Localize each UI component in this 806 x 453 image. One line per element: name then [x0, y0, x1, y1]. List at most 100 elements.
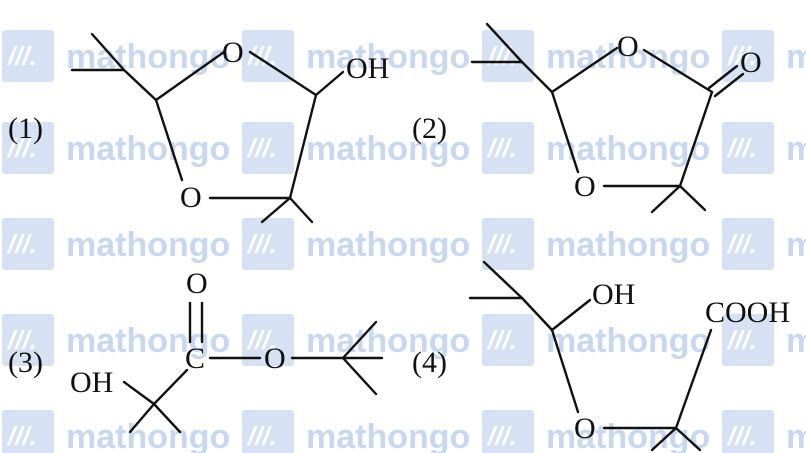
watermark-logo: ///. mathongo: [2, 218, 230, 270]
watermark-text: mathongo: [66, 226, 230, 264]
bond: [713, 72, 745, 98]
atom-hydroxyl: OH: [592, 278, 635, 311]
watermark-logo: ///. mathongo: [242, 218, 470, 270]
atom-carbon: C: [185, 342, 205, 375]
bond: [248, 50, 318, 97]
bond: [550, 46, 619, 94]
watermark-text: mathongo: [306, 226, 470, 264]
watermark-logo-glyph: ///.: [727, 41, 757, 71]
watermark-text: mathongo: [546, 322, 710, 360]
structure-2-label: (2): [412, 112, 447, 145]
watermark-logo-square: [482, 30, 534, 82]
watermark-logo: ///. mathongo: [722, 410, 806, 453]
watermark-logo: ///. mathongo: [722, 122, 806, 174]
watermark-logo-glyph: ///.: [7, 325, 37, 355]
atom-hydroxyl: OH: [346, 52, 389, 85]
watermark-logo: ///.mathongo: [482, 410, 710, 453]
structure-4-label: (4): [412, 346, 447, 379]
watermark-logo-glyph: ///.: [727, 229, 757, 259]
watermark-logo-square: [242, 218, 294, 270]
watermark-logo-glyph: ///.: [487, 41, 517, 71]
watermark-logo-square: [722, 122, 774, 174]
bond: [674, 426, 702, 452]
watermark-logo-square: [242, 410, 294, 453]
bond: [482, 260, 524, 300]
watermark-logo-square: [482, 410, 534, 453]
watermark-logo-glyph: ///.: [487, 421, 517, 451]
bond: [550, 90, 580, 174]
watermark-logo: ///. mathongo: [482, 218, 710, 270]
structure-1: (1) O O OH: [8, 32, 389, 224]
watermark-logo-glyph: ///.: [487, 229, 517, 259]
bond: [650, 426, 678, 452]
bond: [485, 22, 524, 64]
atom-oxygen: O: [180, 181, 202, 214]
watermark-logo-glyph: ///.: [7, 421, 37, 451]
bond: [128, 402, 156, 434]
watermark-text: mathongo: [786, 322, 806, 360]
bond: [550, 328, 580, 414]
bond: [674, 328, 713, 430]
watermark-logo: ///.mathongo: [482, 122, 710, 174]
atom-oxygen: O: [222, 36, 244, 69]
watermark-text: mathongo: [786, 38, 806, 76]
atom-oxygen: O: [264, 342, 286, 375]
bond: [520, 60, 554, 94]
structure-3: (3) O C O OH: [8, 267, 384, 434]
atom-oxygen: O: [574, 170, 596, 203]
atom-carboxyl: COOH: [705, 296, 790, 329]
watermark-logo: ///. mathongo: [2, 410, 230, 453]
bond: [678, 184, 707, 212]
bond: [520, 296, 554, 332]
watermark-logo-glyph: ///.: [247, 421, 277, 451]
atom-oxygen: O: [574, 412, 596, 445]
bond: [152, 402, 182, 434]
watermark-logo-square: [722, 314, 774, 366]
watermark-logo-glyph: ///.: [7, 41, 37, 71]
watermark-logo-square: [2, 314, 54, 366]
watermark-logo-glyph: ///.: [487, 133, 517, 163]
bond: [642, 48, 714, 94]
bond: [678, 90, 714, 188]
watermark-logo-glyph: ///.: [487, 325, 517, 355]
bond: [152, 368, 189, 406]
watermark-logo-square: [2, 30, 54, 82]
bond: [650, 184, 682, 214]
bond: [314, 70, 345, 97]
atom-oxygen: O: [617, 30, 639, 63]
watermark-text: mathongo: [786, 418, 806, 453]
watermark-text: mathongo: [306, 38, 470, 76]
bond: [90, 32, 126, 72]
watermark-logo-glyph: ///.: [247, 229, 277, 259]
watermark-logo-square: [2, 410, 54, 453]
bond: [550, 298, 592, 332]
watermark-logo: ///.mathongo: [242, 314, 470, 366]
watermark-logo-glyph: ///.: [727, 133, 757, 163]
watermark-logo-glyph: ///.: [727, 421, 757, 451]
bond: [288, 93, 318, 200]
watermark-logo-square: [242, 314, 294, 366]
bond: [154, 98, 184, 182]
watermark-text: mathongo: [306, 322, 470, 360]
watermark-text: mathongo: [786, 130, 806, 168]
atom-hydroxyl: OH: [70, 366, 113, 399]
bond: [288, 196, 314, 224]
watermark-logo-square: [2, 218, 54, 270]
structure-1-label: (1): [8, 112, 43, 145]
structure-3-label: (3): [8, 346, 43, 379]
watermark-text: mathongo: [546, 226, 710, 264]
watermark-logo-glyph: ///.: [7, 229, 37, 259]
watermark-logo-square: [482, 122, 534, 174]
atom-oxygen: O: [186, 267, 208, 300]
bond: [260, 196, 292, 224]
watermark-logo: ///.mathongo: [722, 314, 806, 366]
watermark-logo-square: [2, 122, 54, 174]
watermark-text: mathongo: [66, 418, 230, 453]
watermark-logo-glyph: ///.: [7, 133, 37, 163]
watermark-logo: ///.mathongo: [242, 30, 470, 82]
watermark-logo-glyph: ///.: [247, 133, 277, 163]
bond: [154, 50, 226, 102]
watermark-logo: ///.mathongo: [722, 218, 806, 270]
